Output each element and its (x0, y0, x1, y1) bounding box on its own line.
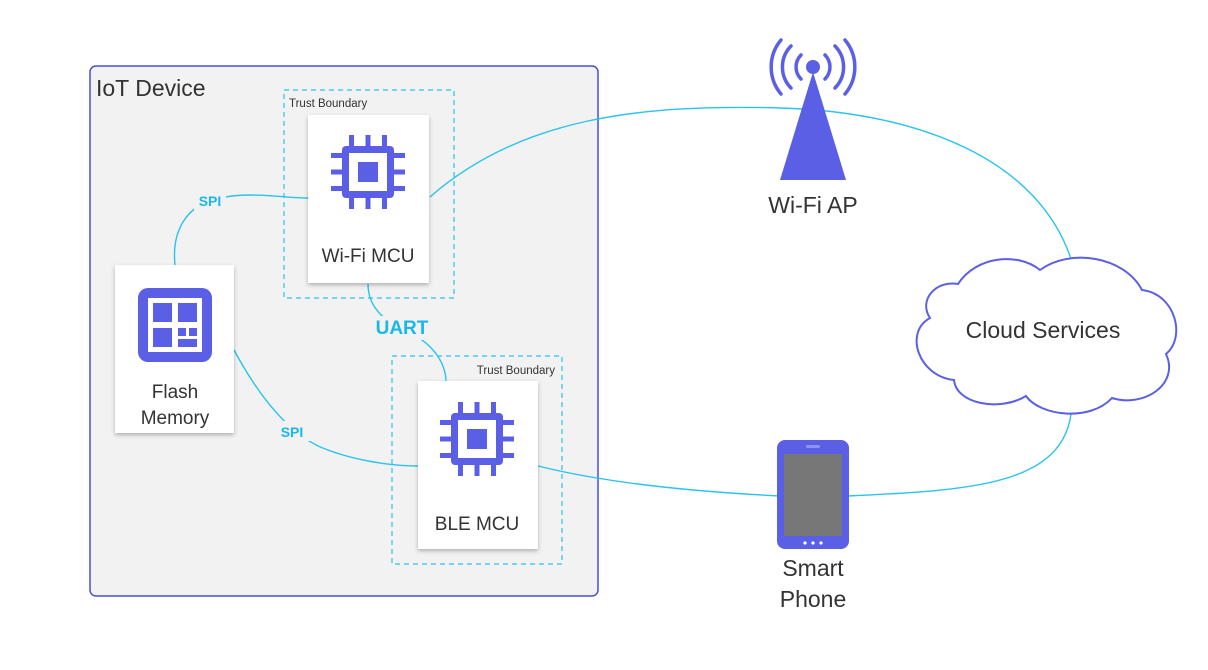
spi-bottom-label: SPI (281, 424, 304, 440)
smart-phone-label-line2: Phone (780, 586, 847, 612)
trust-boundary-wifi-label: Trust Boundary (289, 98, 367, 110)
trust-boundary-wifi (283, 89, 455, 299)
wifi-mcu-card[interactable]: Wi-Fi MCU (308, 115, 429, 283)
spi-top-label-bg (194, 190, 226, 210)
radio-tower-icon (769, 38, 857, 180)
ble-mcu-card[interactable]: BLE MCU (418, 381, 538, 549)
wifi-ap[interactable]: Wi-Fi AP (768, 38, 858, 218)
wifi-mcu-label: Wi-Fi MCU (322, 246, 415, 267)
spi-bottom-link (233, 349, 419, 467)
chip-icon (440, 402, 514, 476)
wifi-ap-label: Wi-Fi AP (768, 192, 857, 218)
spi-bottom-label-bg (274, 421, 310, 441)
trust-boundary-ble-label: Trust Boundary (477, 365, 555, 377)
flash-memory-card[interactable]: Flash Memory (115, 265, 234, 433)
smartphone-icon (777, 440, 849, 549)
ble-mcu-label: BLE MCU (435, 514, 519, 535)
smart-phone-label-line1: Smart (782, 555, 844, 581)
uart-label-bg (372, 316, 432, 340)
cloud-services[interactable]: Cloud Services (915, 256, 1178, 415)
flash-label-line1: Flash (152, 382, 198, 403)
flash-label-line2: Memory (141, 408, 210, 429)
trust-boundary-ble (391, 355, 563, 565)
memory-grid-icon (138, 288, 212, 362)
wifi-ap-cloud-link (429, 106, 1073, 263)
iot-device-title: IoT Device (96, 75, 206, 101)
cloud-services-label: Cloud Services (966, 317, 1121, 343)
phone-cloud-link (847, 399, 1073, 497)
cloud-icon (915, 256, 1178, 415)
chip-icon (331, 135, 405, 209)
ble-phone-link (537, 465, 781, 497)
spi-top-label: SPI (199, 193, 222, 209)
uart-label: UART (376, 318, 429, 339)
smart-phone[interactable]: Smart Phone (777, 440, 849, 612)
